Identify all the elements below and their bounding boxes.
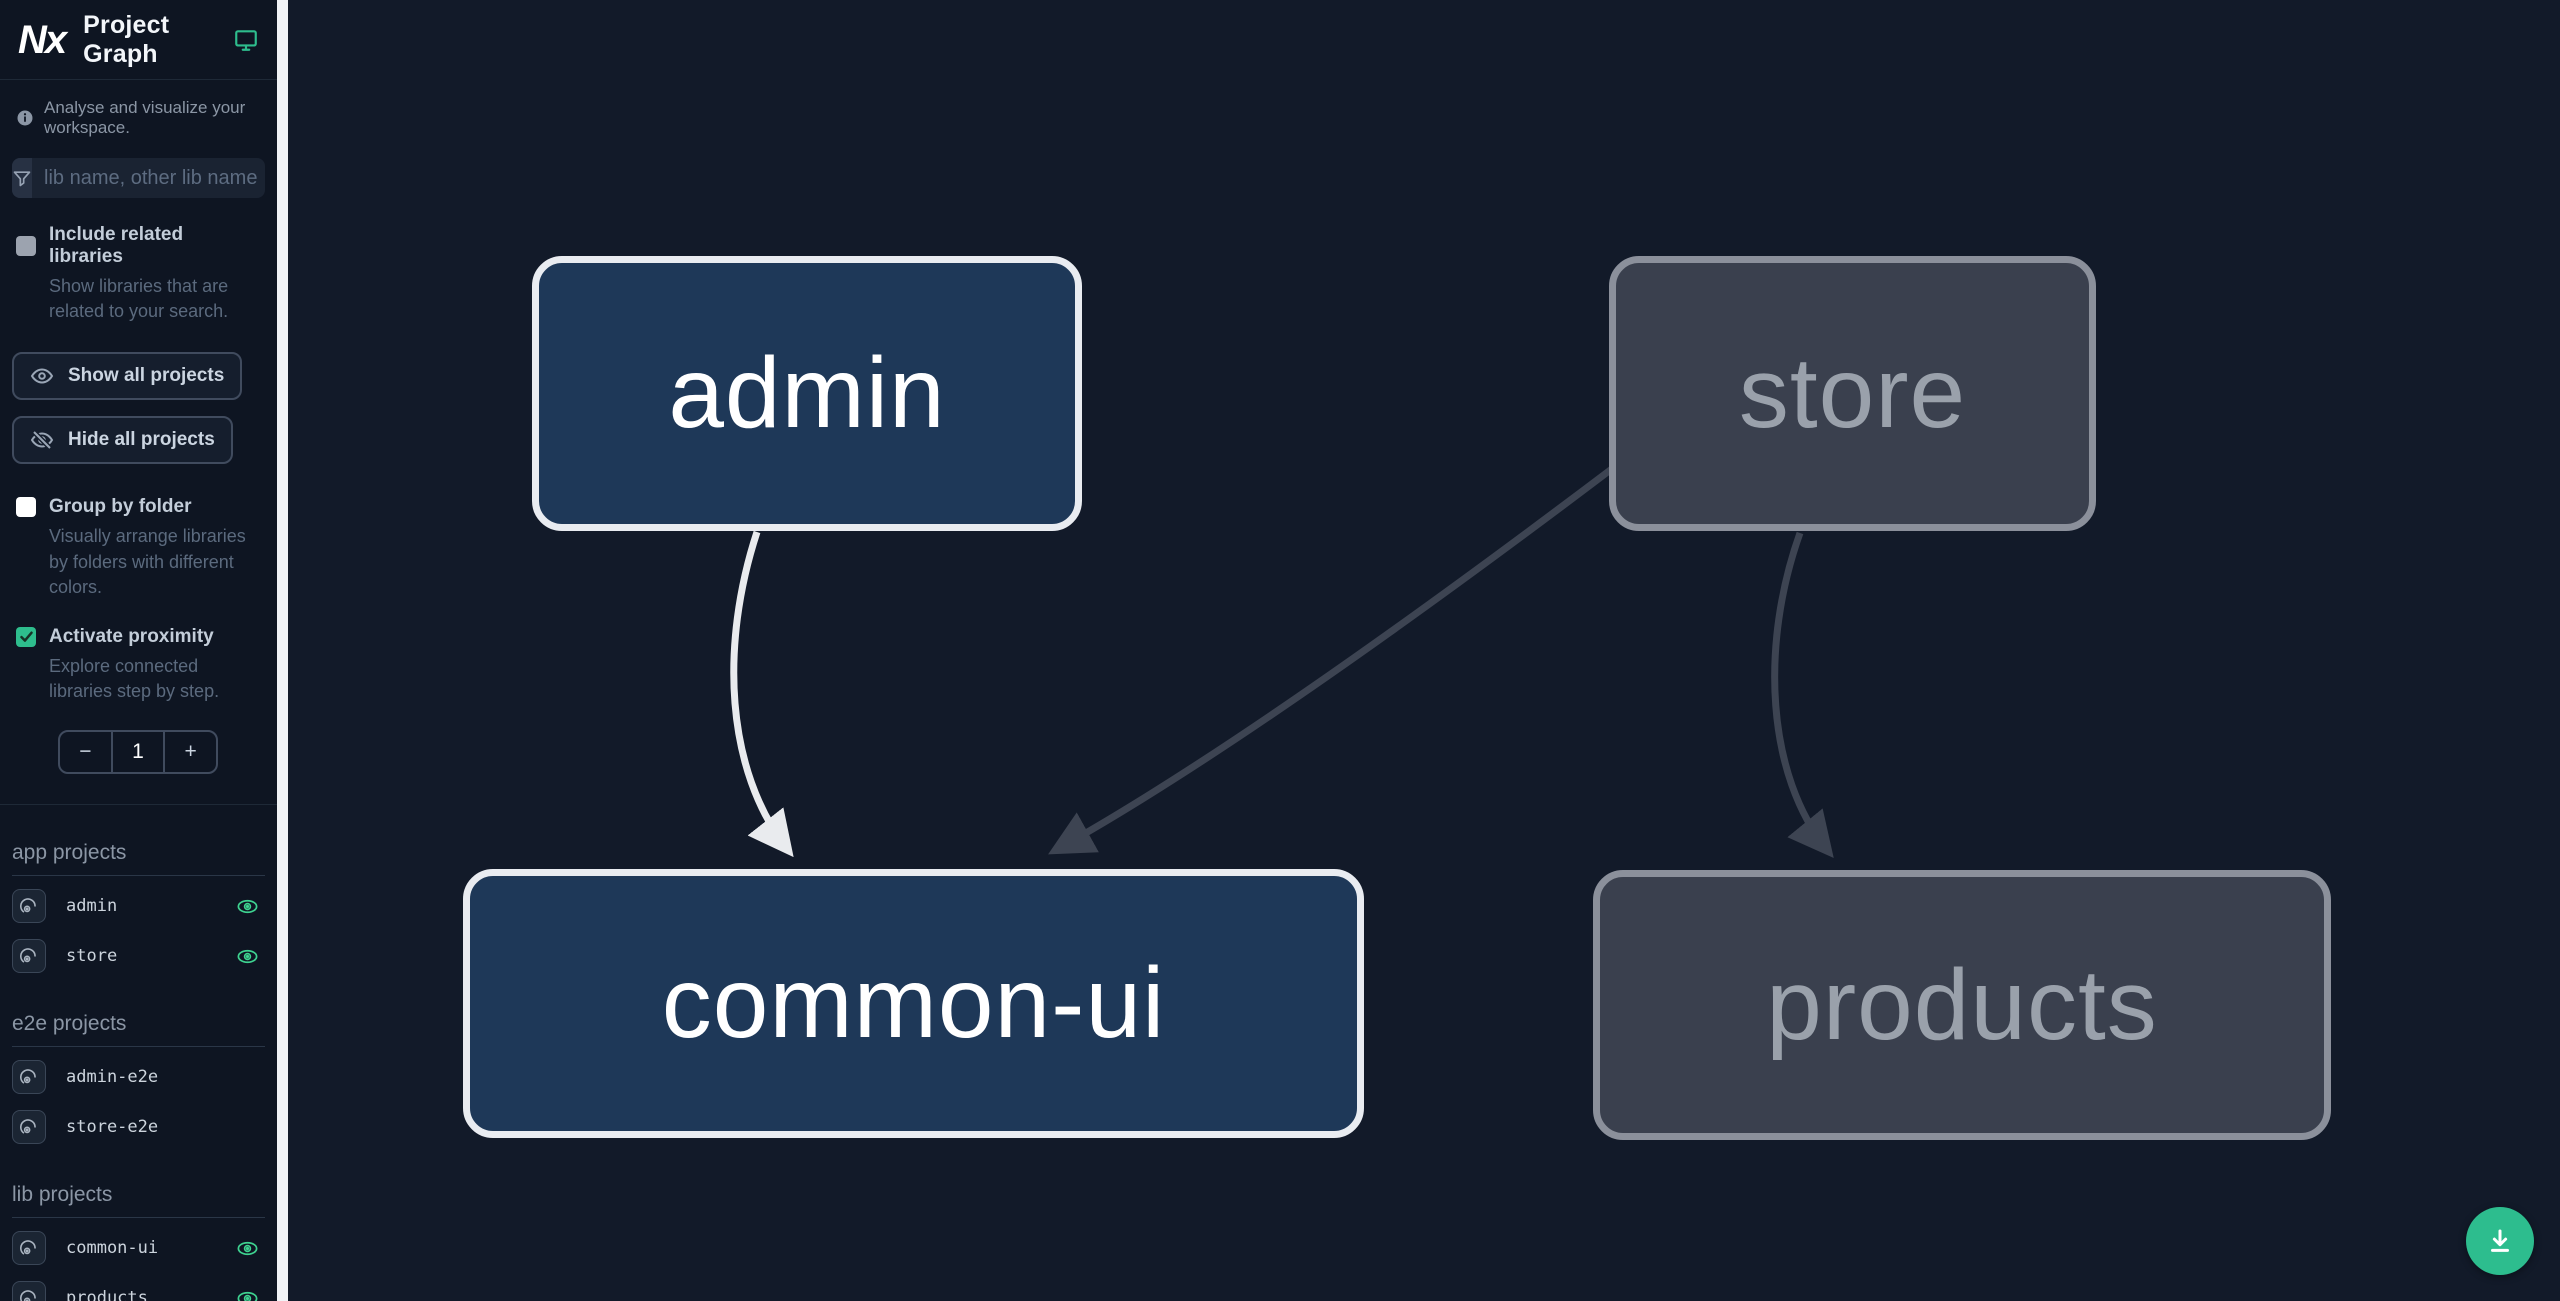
graph-node-admin[interactable]: admin bbox=[532, 256, 1082, 531]
focus-icon bbox=[19, 1240, 36, 1255]
search-input[interactable] bbox=[32, 158, 265, 198]
show-all-projects-label: Show all projects bbox=[68, 365, 225, 387]
project-row-store: store bbox=[12, 936, 265, 976]
group-by-folder-row: Group by folder Visually arrange librari… bbox=[0, 496, 277, 600]
include-related-label: Include related libraries bbox=[49, 224, 184, 267]
proximity-increment-button[interactable]: + bbox=[184, 740, 197, 764]
hide-all-projects-label: Hide all projects bbox=[68, 429, 215, 451]
node-label: common-ui bbox=[661, 947, 1166, 1059]
sidebar-divider bbox=[0, 804, 277, 806]
graph-node-common-ui[interactable]: common-ui bbox=[463, 869, 1364, 1138]
proximity-value: 1 bbox=[110, 732, 166, 773]
graph-edges bbox=[730, 465, 1834, 859]
section-lib-projects: lib projects common-ui bbox=[0, 1183, 277, 1301]
project-name[interactable]: admin-e2e bbox=[66, 1067, 159, 1088]
sidebar-resizer-handle[interactable] bbox=[277, 0, 288, 1301]
focus-icon bbox=[19, 948, 36, 963]
tagline-text: Analyse and visualize your workspace. bbox=[44, 98, 246, 137]
edge-store-to-common-ui[interactable] bbox=[1048, 465, 1616, 855]
checkmark-icon bbox=[19, 631, 33, 643]
sidebar-header: Nx Project Graph bbox=[0, 0, 277, 80]
project-name[interactable]: common-ui bbox=[66, 1238, 159, 1259]
hide-all-projects-button[interactable]: Hide all projects bbox=[12, 416, 233, 465]
project-row-products: products bbox=[12, 1278, 265, 1301]
project-visible-eye-icon[interactable] bbox=[236, 1237, 259, 1260]
group-by-folder-checkbox[interactable] bbox=[16, 497, 36, 518]
node-label: admin bbox=[668, 337, 946, 449]
project-row-admin: admin bbox=[12, 886, 265, 926]
section-title: app projects bbox=[12, 841, 265, 877]
project-row-common-ui: common-ui bbox=[12, 1228, 265, 1268]
proximity-decrement-button[interactable]: − bbox=[79, 740, 92, 764]
activate-proximity-description: Explore connected libraries step by step… bbox=[49, 655, 220, 702]
graph-node-products[interactable]: products bbox=[1593, 870, 2331, 1140]
node-label: products bbox=[1766, 948, 2158, 1061]
project-name[interactable]: store-e2e bbox=[66, 1117, 159, 1138]
project-name[interactable]: products bbox=[66, 1288, 148, 1301]
monitor-icon[interactable] bbox=[233, 27, 259, 53]
project-visible-eye-icon[interactable] bbox=[236, 1287, 259, 1301]
section-app-projects: app projects admin bbox=[0, 841, 277, 976]
info-icon bbox=[16, 109, 34, 127]
proximity-stepper: − 1 + bbox=[58, 730, 218, 775]
graph-canvas[interactable]: admin store common-ui products bbox=[288, 0, 2560, 1301]
download-icon bbox=[2491, 1229, 2509, 1252]
filter-icon bbox=[12, 158, 32, 198]
project-name[interactable]: store bbox=[66, 946, 118, 967]
focus-project-button[interactable] bbox=[12, 1110, 46, 1145]
group-by-folder-description: Visually arrange libraries by folders wi… bbox=[49, 526, 246, 597]
show-all-projects-button[interactable]: Show all projects bbox=[12, 352, 243, 401]
focus-project-button[interactable] bbox=[12, 889, 46, 924]
sidebar: Nx Project Graph Analyse and visualize y… bbox=[0, 0, 277, 1301]
activate-proximity-checkbox[interactable] bbox=[16, 626, 36, 647]
section-title: lib projects bbox=[12, 1183, 265, 1219]
focus-icon bbox=[19, 1119, 36, 1134]
include-related-description: Show libraries that are related to your … bbox=[49, 276, 229, 322]
graph-node-store[interactable]: store bbox=[1609, 256, 2096, 531]
edge-admin-to-common-ui[interactable] bbox=[730, 530, 794, 858]
tagline-row: Analyse and visualize your workspace. bbox=[0, 98, 277, 138]
edge-store-to-products[interactable] bbox=[1771, 531, 1834, 859]
focus-icon bbox=[19, 1069, 36, 1084]
project-name[interactable]: admin bbox=[66, 896, 118, 917]
eye-icon bbox=[30, 364, 54, 388]
activate-proximity-label: Activate proximity bbox=[49, 625, 214, 647]
include-related-checkbox[interactable] bbox=[16, 236, 36, 256]
project-visible-eye-icon[interactable] bbox=[236, 895, 259, 918]
focus-icon bbox=[19, 1290, 36, 1301]
section-title: e2e projects bbox=[12, 1012, 265, 1048]
focus-project-button[interactable] bbox=[12, 1060, 46, 1095]
node-label: store bbox=[1738, 337, 1967, 449]
page-title: Project Graph bbox=[83, 10, 170, 68]
group-by-folder-label: Group by folder bbox=[49, 496, 192, 518]
activate-proximity-row: Activate proximity Explore connected lib… bbox=[0, 626, 277, 704]
focus-project-button[interactable] bbox=[12, 1231, 46, 1266]
eye-off-icon bbox=[30, 428, 54, 452]
download-graph-button[interactable] bbox=[2466, 1207, 2534, 1275]
project-row-store-e2e: store-e2e bbox=[12, 1107, 265, 1147]
section-e2e-projects: e2e projects admin-e2e bbox=[0, 1012, 277, 1147]
focus-project-button[interactable] bbox=[12, 1281, 46, 1301]
include-related-row: Include related libraries Show libraries… bbox=[0, 224, 277, 324]
project-row-admin-e2e: admin-e2e bbox=[12, 1057, 265, 1097]
project-visible-eye-icon[interactable] bbox=[236, 945, 259, 968]
focus-project-button[interactable] bbox=[12, 939, 46, 974]
nx-logo: Nx bbox=[18, 17, 67, 62]
focus-icon bbox=[19, 898, 36, 913]
search-box bbox=[12, 158, 265, 198]
